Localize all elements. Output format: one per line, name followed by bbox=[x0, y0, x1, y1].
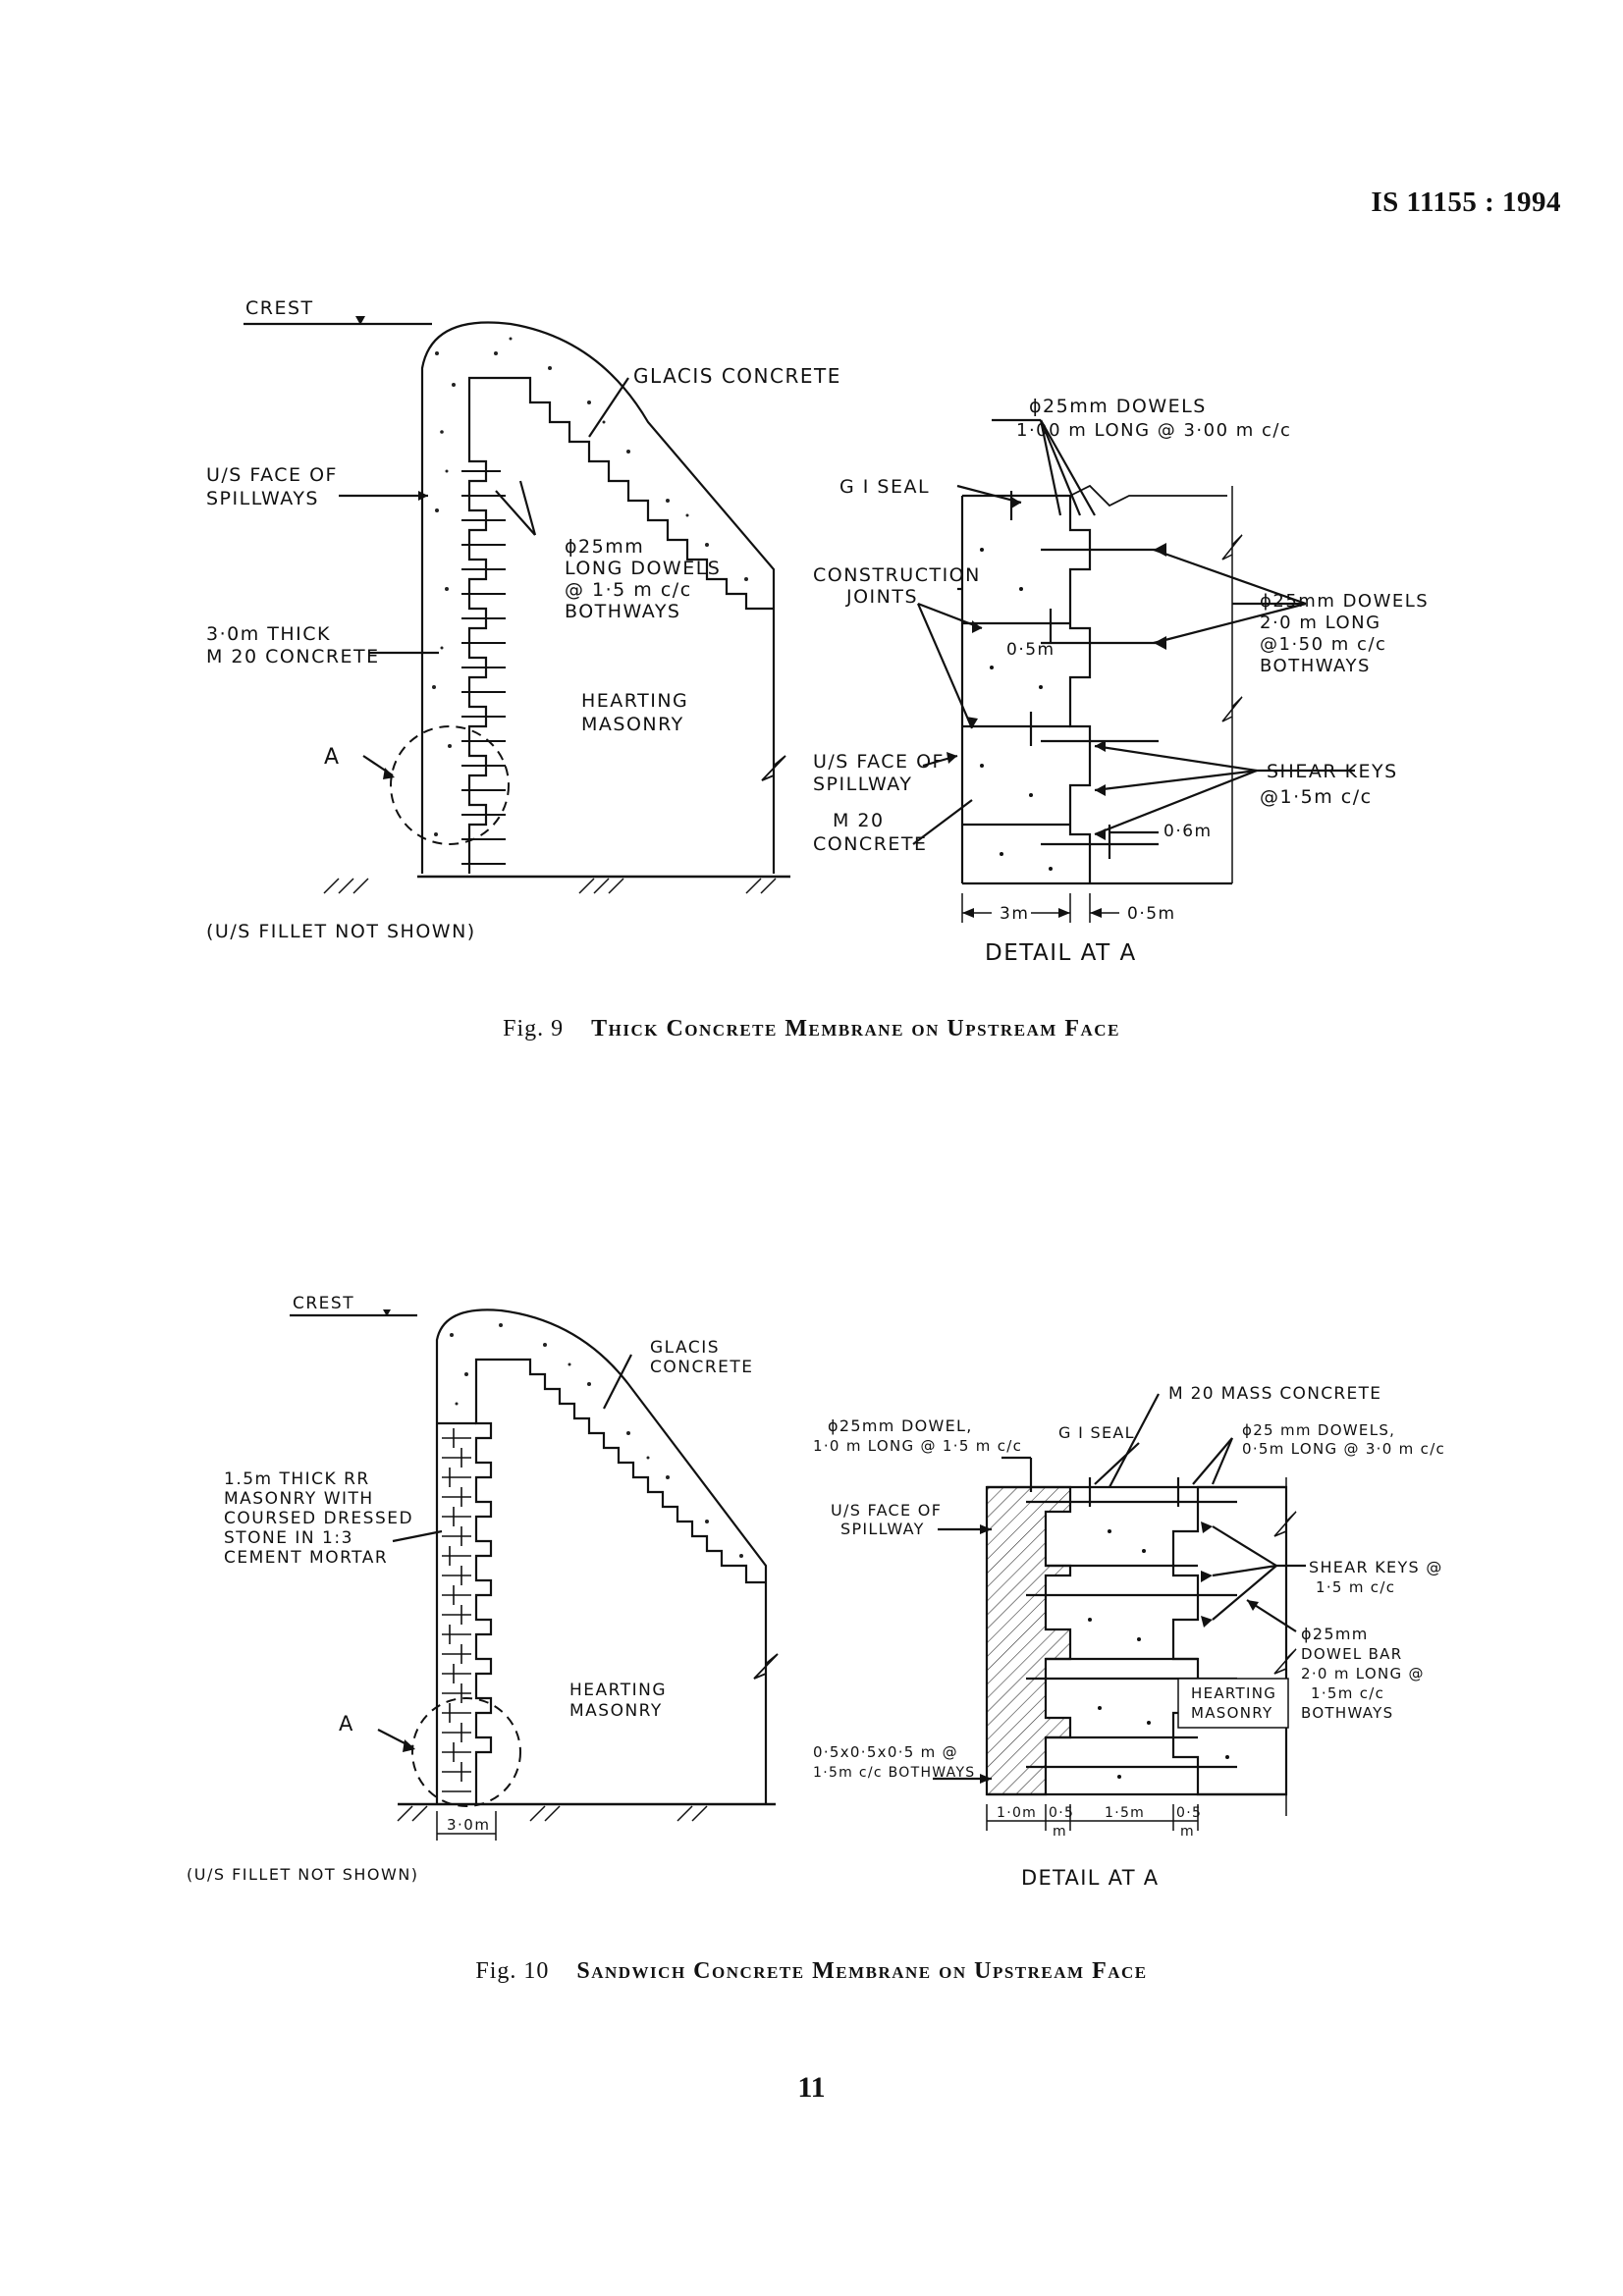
glacis-label-2: CONCRETE bbox=[650, 1358, 754, 1377]
hearting-box-label-2: MASONRY bbox=[1191, 1704, 1272, 1722]
figure-9-drawing: CREST GLACIS CONCRETE U/S FACE OF SPILLW… bbox=[206, 297, 1429, 966]
shear-keys-label-2: @1·5m c/c bbox=[1260, 786, 1373, 808]
glacis-label: GLACIS bbox=[650, 1338, 720, 1358]
dowel-right-label: ɸ25 mm DOWELS, bbox=[1242, 1421, 1395, 1439]
dowel-left-label: ɸ25mm DOWEL, bbox=[828, 1416, 973, 1435]
detail-us-face: U/S FACE OF bbox=[813, 751, 945, 773]
marker-a: A bbox=[339, 1712, 354, 1735]
hearting-label: HEARTING bbox=[581, 690, 688, 712]
dim-1m: 1·0m bbox=[997, 1805, 1037, 1821]
right-dowel-label: ɸ25mm DOWELS bbox=[1260, 591, 1429, 612]
hearting-label-2: MASONRY bbox=[581, 714, 684, 735]
figure-10-title: Sandwich Concrete Membrane on Upstream F… bbox=[576, 1958, 1148, 1984]
fillet-note: (U/S FILLET NOT SHOWN) bbox=[206, 921, 476, 942]
shear-keys-label-2: 1·5 m c/c bbox=[1316, 1578, 1395, 1596]
marker-a: A bbox=[324, 745, 341, 770]
dim-3m: 3m bbox=[1000, 904, 1029, 924]
us-face-label: U/S FACE OF bbox=[831, 1501, 942, 1520]
block-label-2: 1·5m c/c BOTHWAYS bbox=[813, 1765, 975, 1781]
figure-10-caption: Fig. 10 Sandwich Concrete Membrane on Up… bbox=[0, 1958, 1623, 1985]
detail-title: DETAIL AT A bbox=[1021, 1866, 1159, 1890]
rr-masonry-label: 1.5m THICK RR bbox=[224, 1469, 370, 1489]
fillet-note: (U/S FILLET NOT SHOWN) bbox=[187, 1865, 419, 1884]
figure-10-drawing: CREST GLACIS CONCRETE 1.5m THICK RR MASO… bbox=[187, 1294, 1445, 1890]
dowel-bar-label-2: DOWEL BAR bbox=[1301, 1645, 1402, 1663]
right-dowel-label-2: 2·0 m LONG bbox=[1260, 613, 1381, 633]
block-label: 0·5x0·5x0·5 m @ bbox=[813, 1743, 958, 1761]
figure-10-label: Fig. 10 bbox=[475, 1958, 550, 1984]
dim-unit-m-2: m bbox=[1180, 1824, 1195, 1840]
shear-keys-label: SHEAR KEYS @ bbox=[1309, 1558, 1443, 1576]
dowel-label: ɸ25mm bbox=[565, 536, 644, 558]
dim-05b: 0·5 bbox=[1176, 1805, 1202, 1821]
figure-9-caption: Fig. 9 Thick Concrete Membrane on Upstre… bbox=[0, 1016, 1623, 1042]
detail-half-m: 0·5m bbox=[1006, 640, 1055, 660]
rr-masonry-label-4: STONE IN 1:3 bbox=[224, 1528, 353, 1548]
thick-label-2: M 20 CONCRETE bbox=[206, 646, 380, 667]
crest-label: CREST bbox=[293, 1294, 354, 1313]
us-face-label: U/S FACE OF bbox=[206, 464, 338, 486]
figure-9-label: Fig. 9 bbox=[503, 1016, 565, 1041]
dowel-bar-label-5: BOTHWAYS bbox=[1301, 1704, 1393, 1722]
gi-seal-label: G I SEAL bbox=[839, 476, 930, 498]
detail-m20-2: CONCRETE bbox=[813, 833, 928, 855]
dim-05a: 0·5 bbox=[1049, 1805, 1074, 1821]
construction-joints-label: CONSTRUCTION bbox=[813, 564, 981, 586]
dim-06m: 0·6m bbox=[1163, 822, 1213, 841]
dowel-left-label-2: 1·0 m LONG @ 1·5 m c/c bbox=[813, 1437, 1022, 1455]
hearting-box-label: HEARTING bbox=[1191, 1684, 1276, 1702]
rr-masonry-label-2: MASONRY WITH bbox=[224, 1489, 374, 1509]
dim-15m: 1·5m bbox=[1105, 1805, 1145, 1821]
us-face-label-2: SPILLWAYS bbox=[206, 488, 319, 509]
standard-number: IS 11155 : 1994 bbox=[1371, 187, 1561, 218]
dowel-label-4: BOTHWAYS bbox=[565, 601, 681, 622]
dowel-bar-label-3: 2·0 m LONG @ bbox=[1301, 1665, 1425, 1682]
hearting-label-2: MASONRY bbox=[569, 1701, 663, 1721]
detail-m20: M 20 bbox=[833, 810, 885, 831]
hearting-label: HEARTING bbox=[569, 1681, 667, 1700]
dim-unit-m-1: m bbox=[1053, 1824, 1067, 1840]
dim-3m: 3·0m bbox=[447, 1816, 490, 1834]
rr-masonry-label-5: CEMENT MORTAR bbox=[224, 1548, 388, 1568]
shear-keys-label: SHEAR KEYS bbox=[1267, 761, 1398, 782]
figure-9-title: Thick Concrete Membrane on Upstream Face bbox=[591, 1016, 1120, 1041]
mass-concrete-label: M 20 MASS CONCRETE bbox=[1168, 1384, 1381, 1404]
dim-05m: 0·5m bbox=[1127, 904, 1176, 924]
dowel-bar-label: ɸ25mm bbox=[1301, 1625, 1369, 1643]
dowel-right-label-2: 0·5m LONG @ 3·0 m c/c bbox=[1242, 1440, 1445, 1458]
construction-joints-label-2: JOINTS bbox=[845, 586, 918, 608]
gi-seal-label: G I SEAL bbox=[1058, 1423, 1135, 1442]
rr-masonry-label-3: COURSED DRESSED bbox=[224, 1509, 413, 1528]
detail-us-face-2: SPILLWAY bbox=[813, 774, 912, 795]
us-face-label-2: SPILLWAY bbox=[840, 1520, 925, 1538]
glacis-label: GLACIS CONCRETE bbox=[633, 364, 841, 388]
detail-title: DETAIL AT A bbox=[985, 940, 1137, 966]
dowel-label-2: LONG DOWELS bbox=[565, 558, 721, 579]
right-dowel-label-3: @1·50 m c/c bbox=[1260, 634, 1386, 655]
page-number: 11 bbox=[797, 2071, 826, 2104]
dowel-label-3: @ 1·5 m c/c bbox=[565, 579, 692, 601]
crest-label: CREST bbox=[245, 297, 314, 319]
thick-label: 3·0m THICK bbox=[206, 623, 331, 645]
detail-top-dowel: ɸ25mm DOWELS bbox=[1029, 396, 1207, 417]
detail-top-dowel-2: 1·00 m LONG @ 3·00 m c/c bbox=[1016, 420, 1291, 441]
right-dowel-label-4: BOTHWAYS bbox=[1260, 656, 1371, 676]
dowel-bar-label-4: 1·5m c/c bbox=[1311, 1684, 1384, 1702]
